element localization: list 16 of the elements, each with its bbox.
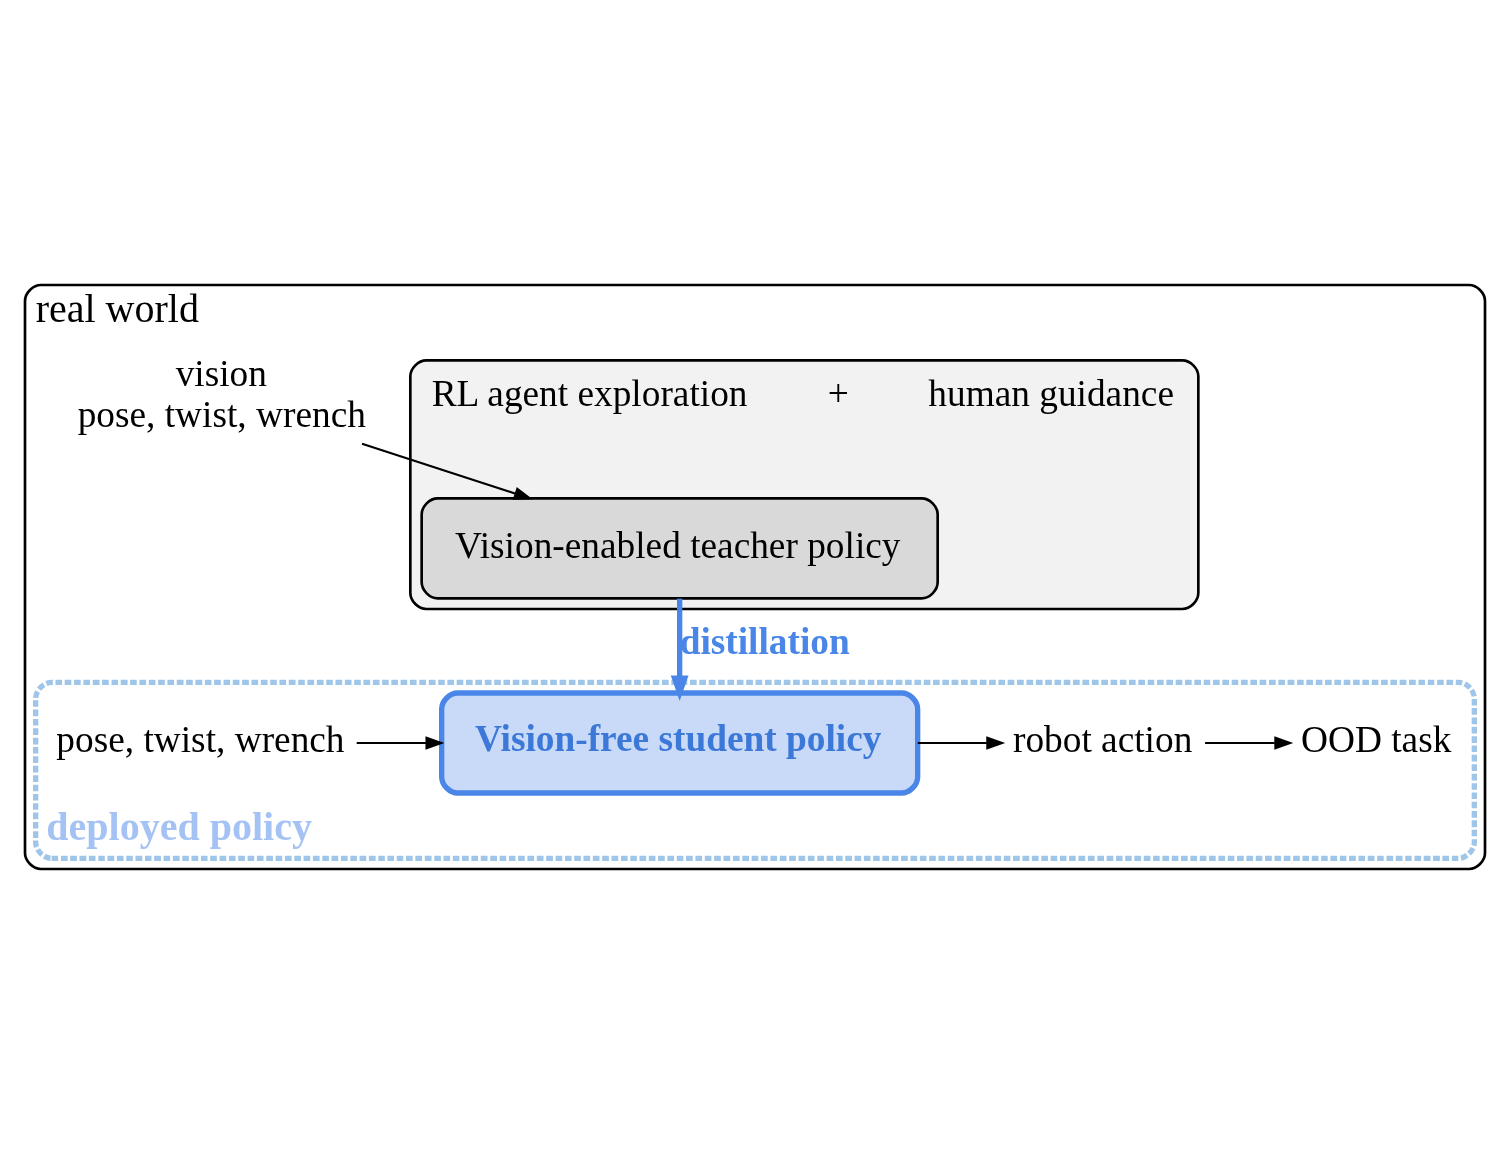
arrow	[361, 442, 533, 500]
arrow	[670, 598, 689, 701]
arrow	[356, 736, 445, 750]
node-text: human guidance	[928, 373, 1175, 415]
arrow	[917, 736, 1006, 750]
node-box: Vision-free student policy	[439, 690, 921, 796]
node-text: OOD task	[1301, 719, 1452, 761]
node-box: Vision-enabled teacher policy	[420, 497, 939, 600]
node-text: pose, twist, wrench	[56, 719, 345, 761]
edge-label: distillation	[679, 620, 850, 662]
cluster	[409, 359, 1200, 611]
node-text: vision pose, twist, wrench	[77, 352, 366, 435]
label: +	[827, 373, 849, 415]
arrow	[1205, 736, 1294, 750]
node-text: robot action	[1013, 719, 1193, 761]
node-text: RL agent exploration	[431, 373, 748, 415]
